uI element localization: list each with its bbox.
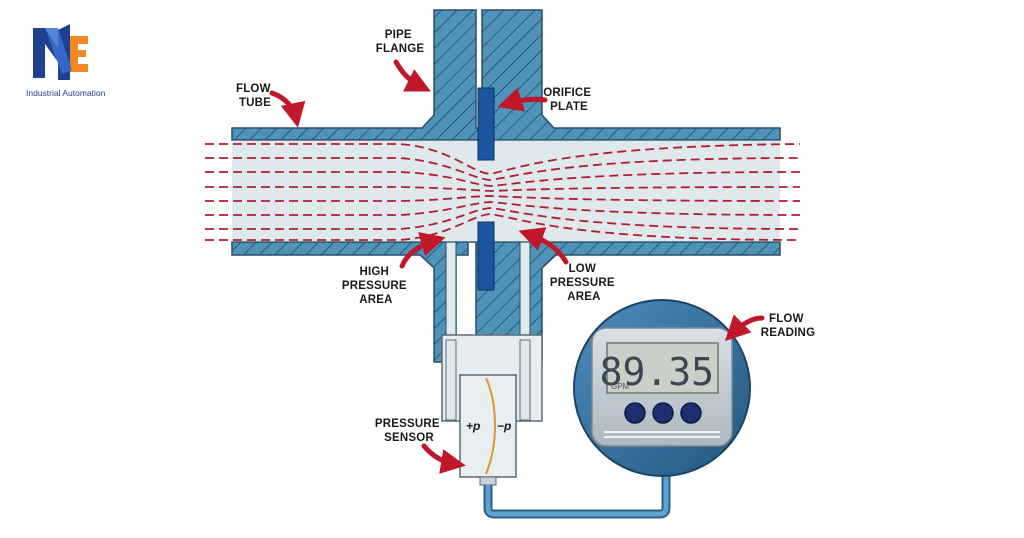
- streamline-5: [205, 195, 801, 202]
- arrow-pipe-flange: [393, 59, 431, 92]
- arrow-low-pressure: [518, 227, 569, 265]
- label-high-pressure-area: HIGH PRESSURE AREA: [342, 266, 410, 306]
- streamline-2: [205, 157, 801, 181]
- sensor-body: [459, 374, 517, 478]
- label-low-pressure-area: LOW PRESSURE AREA: [550, 263, 618, 303]
- streamline-7: [205, 207, 801, 230]
- pipe-upper-wall: [231, 9, 781, 141]
- orifice-plate-lower: [477, 221, 495, 291]
- streamline-6: [205, 201, 801, 216]
- gauge-lcd: [606, 342, 719, 394]
- sensor-diaphragm: [485, 377, 496, 475]
- sensor-plus-label: +p: [466, 419, 480, 433]
- streamline-1: [205, 143, 801, 175]
- streamline-3: [205, 171, 801, 187]
- logo-mark-slash: [45, 28, 72, 74]
- label-orifice-plate: ORIFICE PLATE: [543, 87, 594, 113]
- pressure-sensor: +p −p: [441, 334, 543, 486]
- label-flow-reading: FLOW READING: [761, 313, 815, 339]
- arrow-orifice-plate: [497, 87, 548, 112]
- pipe-assembly: [231, 9, 781, 363]
- streamline-8: [205, 213, 801, 241]
- company-logo: Industrial Automation: [26, 24, 106, 98]
- sensor-high-channel: [445, 339, 457, 421]
- digital-flow-gauge: 89.35 GPM: [573, 299, 751, 477]
- sensor-minus-label: −p: [497, 419, 511, 433]
- arrow-flow-tube: [269, 90, 306, 128]
- logo-mark-orange: [70, 36, 88, 72]
- logo-tagline: Industrial Automation: [26, 88, 106, 98]
- arrow-flow-reading: [724, 314, 765, 342]
- label-pipe-flange: PIPE FLANGE: [376, 29, 425, 55]
- sensor-outlet: [479, 476, 497, 486]
- callout-arrows: [269, 59, 765, 474]
- gauge-button-1[interactable]: [624, 402, 646, 424]
- arrow-high-pressure: [399, 232, 446, 269]
- sensor-low-channel: [519, 339, 531, 421]
- gauge-button-3[interactable]: [680, 402, 702, 424]
- gauge-reading: 89.35: [600, 350, 714, 394]
- gauge-button-2[interactable]: [652, 402, 674, 424]
- streamline-4: [205, 186, 801, 192]
- orifice-plate-upper: [477, 87, 495, 161]
- label-flow-tube: FLOW TUBE: [236, 83, 274, 109]
- flow-streamlines: [205, 143, 801, 241]
- gauge-unit: GPM: [611, 382, 630, 391]
- label-pressure-sensor: PRESSURE SENSOR: [375, 418, 443, 444]
- arrow-pressure-sensor: [421, 443, 466, 474]
